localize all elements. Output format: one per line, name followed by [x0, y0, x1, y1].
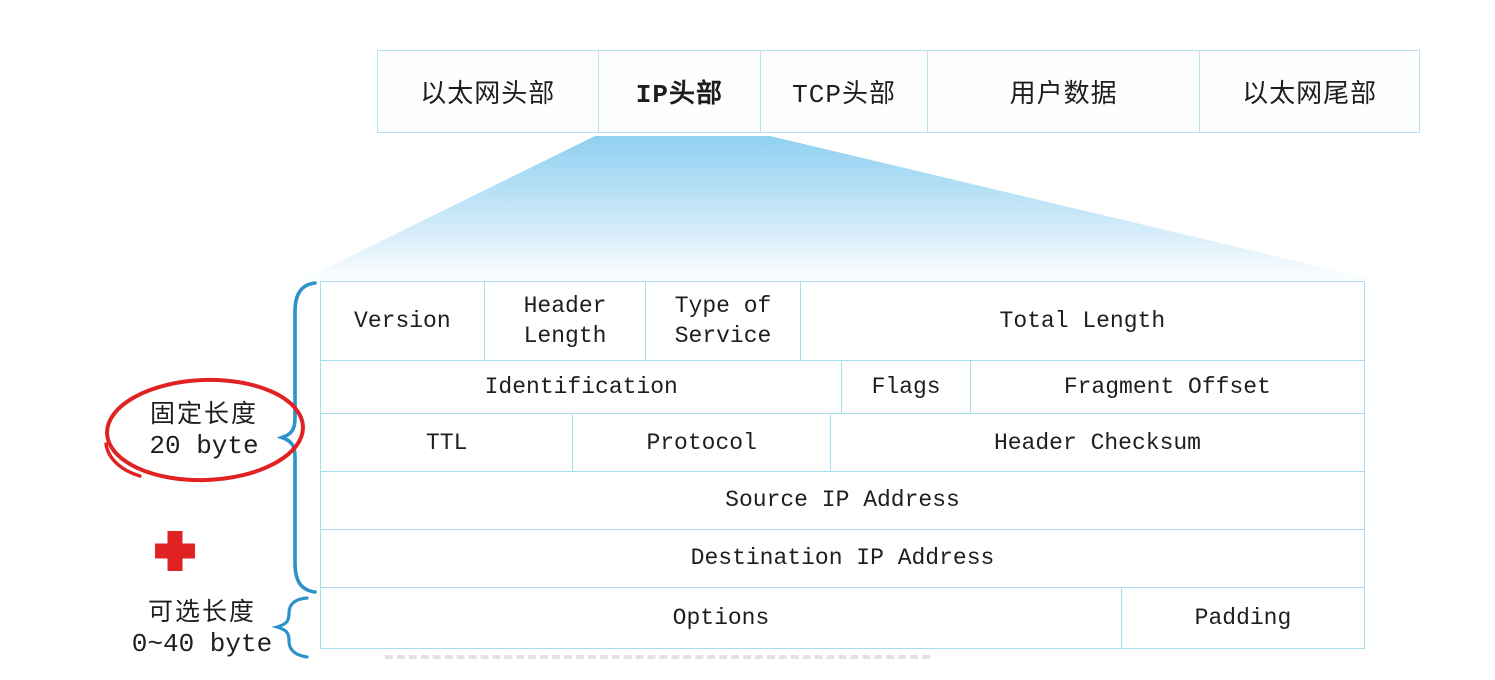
- field-label: Destination IP Address: [690, 545, 995, 572]
- field-label: Total Length: [999, 307, 1166, 334]
- fixed-length-bytes: 20 byte: [149, 431, 259, 461]
- ip-header-table: Version Header Length Type of Service Total…: [320, 281, 1365, 649]
- fixed-length-label: 固定长度: [149, 401, 258, 428]
- field-cell-header-checksum: Header Checksum: [829, 414, 1364, 471]
- field-label: Source IP Address: [725, 487, 960, 514]
- table-row: Options Padding: [321, 588, 1364, 648]
- field-label: Header Length: [523, 292, 607, 349]
- optional-length-brace: [271, 596, 309, 659]
- optional-length-note: 可选长度 0~40 byte: [104, 597, 300, 660]
- optional-length-bytes: 0~40 byte: [131, 629, 273, 659]
- expansion-funnel: [300, 136, 1380, 281]
- field-cell-flags: Flags: [841, 360, 969, 414]
- field-cell-total-length: Total Length: [799, 282, 1364, 360]
- field-cell-ttl: TTL: [321, 414, 572, 471]
- field-cell-header-length: Header Length: [483, 282, 646, 360]
- field-cell-source-ip-address: Source IP Address: [321, 472, 1364, 529]
- field-label: Version: [354, 307, 451, 334]
- field-label: Fragment Offset: [1063, 373, 1271, 400]
- optional-length-label: 可选长度: [147, 599, 256, 626]
- fixed-length-brace: [276, 281, 317, 594]
- frame-cell-tcp-header: TCP头部: [760, 51, 927, 132]
- field-label: Protocol: [646, 429, 757, 456]
- dashed-artifact-line: [385, 655, 930, 659]
- field-label: Padding: [1194, 605, 1292, 632]
- red-circle-annotation: [104, 377, 305, 483]
- table-row: Source IP Address: [321, 472, 1364, 530]
- field-label: Identification: [484, 373, 678, 400]
- field-label: Options: [672, 605, 770, 632]
- field-cell-identification: Identification: [321, 361, 841, 414]
- field-cell-version: Version: [321, 282, 484, 360]
- fixed-length-note: 固定长度 20 byte: [108, 399, 300, 462]
- frame-cell-ethernet-trailer: 以太网尾部: [1199, 51, 1419, 132]
- table-row: Destination IP Address: [321, 530, 1364, 589]
- field-cell-fragment-offset: Fragment Offset: [969, 360, 1364, 414]
- frame-cell-ethernet-header: 以太网头部: [420, 80, 556, 110]
- frame-cell-user-data: 用户数据: [926, 51, 1199, 132]
- field-label: Header Checksum: [993, 429, 1201, 456]
- field-label: TTL: [425, 429, 468, 456]
- red-plus-icon: [155, 531, 195, 571]
- table-row: Identification Flags Fragment Offset: [321, 360, 1364, 415]
- field-cell-protocol: Protocol: [572, 414, 830, 471]
- field-cell-options: Options: [321, 588, 1121, 648]
- field-cell-padding: Padding: [1120, 588, 1364, 648]
- field-label: Type of Service: [674, 292, 772, 349]
- table-row: Version Header Length Type of Service Total…: [321, 282, 1364, 361]
- field-cell-destination-ip-address: Destination IP Address: [321, 530, 1364, 588]
- table-row: TTL Protocol Header Checksum: [321, 414, 1364, 472]
- field-cell-type-of-service: Type of Service: [645, 282, 799, 360]
- field-label: Flags: [871, 373, 941, 400]
- frame-cell-ip-header: IP头部: [597, 51, 761, 132]
